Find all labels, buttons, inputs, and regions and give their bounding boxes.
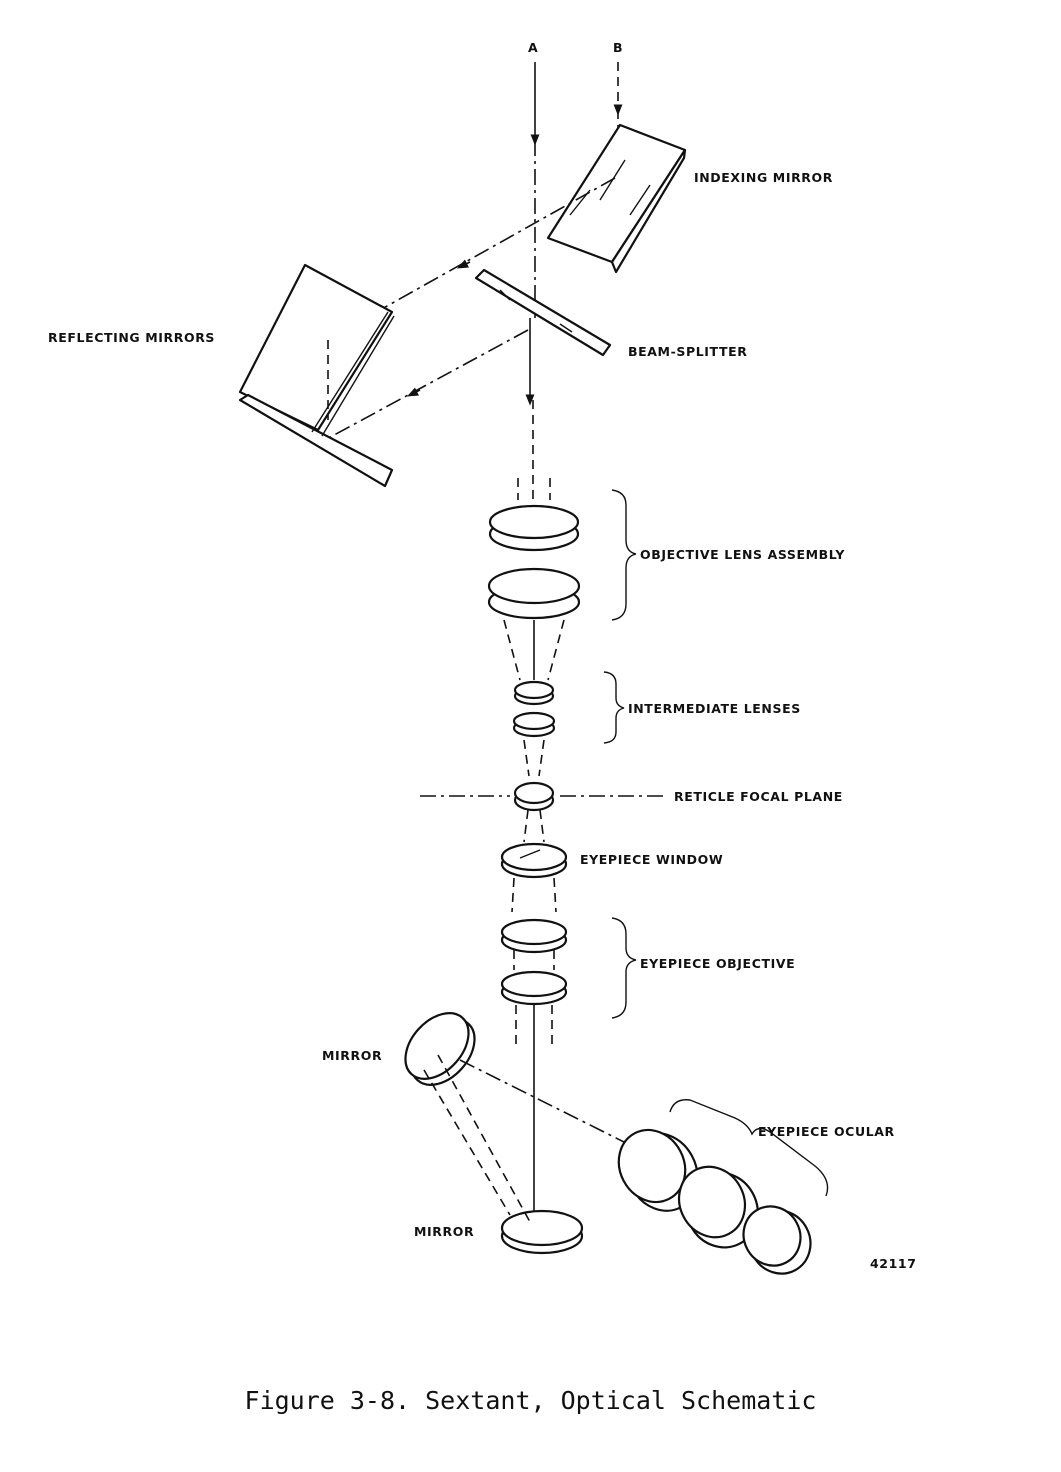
beam-splitter [474, 268, 612, 357]
eyepiece-objective-label: EYEPIECE OBJECTIVE [640, 956, 795, 971]
objective-bracket [611, 489, 637, 621]
eyepiece-window [500, 842, 568, 913]
objective-lens-assembly-label: OBJECTIVE LENS ASSEMBLY [640, 547, 845, 562]
beam-splitter-label: BEAM-SPLITTER [628, 344, 747, 359]
reticle [420, 781, 665, 843]
lower-mirror [500, 1209, 584, 1255]
folded-beam [423, 1054, 641, 1223]
intermediate-lenses [512, 680, 556, 777]
upper-mirror [404, 1012, 476, 1086]
eyepiece-ocular-label: EYEPIECE OCULAR [758, 1124, 895, 1139]
eyepiece-ocular [617, 1128, 812, 1275]
upper-mirror-label: MIRROR [322, 1048, 382, 1063]
indexing-mirror-label: INDEXING MIRROR [694, 170, 833, 185]
eyepiece-objective [500, 918, 568, 1220]
eyepiece-ocular-bracket [669, 1099, 829, 1197]
reflecting-mirrors [238, 263, 395, 488]
lower-mirror-label: MIRROR [414, 1224, 474, 1239]
reticle-focal-plane-label: RETICLE FOCAL PLANE [674, 789, 843, 804]
reflecting-mirrors-label: REFLECTING MIRRORS [48, 330, 215, 345]
reflected-beams [324, 177, 616, 441]
eyepiece-objective-bracket [611, 917, 637, 1019]
intermediate-lenses-label: INTERMEDIATE LENSES [628, 701, 801, 716]
figure-number: 42117 [870, 1256, 917, 1271]
figure-caption: Figure 3-8. Sextant, Optical Schematic [244, 1386, 817, 1415]
ray-a-label: A [528, 40, 538, 55]
objective-lens-assembly [487, 478, 581, 681]
main-optical-axis [525, 62, 540, 500]
intermediate-bracket [603, 671, 625, 744]
indexing-mirror [546, 123, 687, 274]
ray-b-label: B [613, 40, 623, 55]
eyepiece-window-label: EYEPIECE WINDOW [580, 852, 723, 867]
